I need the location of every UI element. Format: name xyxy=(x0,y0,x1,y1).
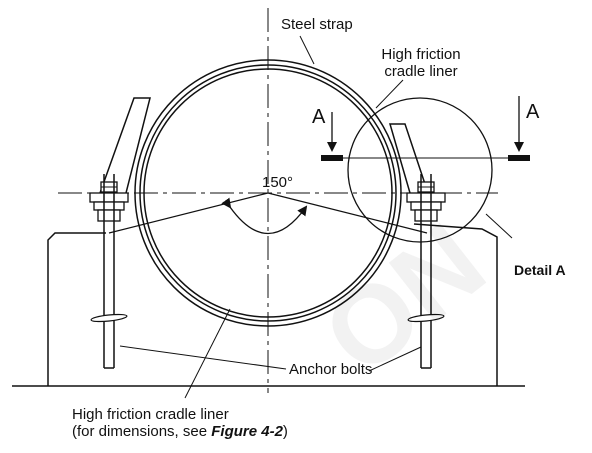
liner-bottom-prefix: (for dimensions, see xyxy=(72,423,212,440)
liner-top-label: High friction cradle liner xyxy=(366,46,476,80)
anchor-bolt-right xyxy=(406,174,446,369)
liner-bottom-label: High friction cradle liner (for dimensio… xyxy=(72,406,288,440)
detail-circle xyxy=(347,97,493,243)
leader-liner-bottom xyxy=(184,308,231,399)
liner-top-label-line1: High friction xyxy=(381,46,461,63)
steel-strap-label: Steel strap xyxy=(281,16,353,33)
leader-steel-strap xyxy=(299,35,315,65)
angle-line-left xyxy=(108,192,269,234)
leader-liner-top xyxy=(375,79,404,109)
anchor-bolts-label: Anchor bolts xyxy=(289,361,373,378)
leader-anchor-right xyxy=(368,346,422,372)
cradle-base xyxy=(47,223,498,386)
angle-label: 150° xyxy=(262,174,294,191)
section-letter-left: A xyxy=(312,106,326,128)
liner-top-label-line2: cradle liner xyxy=(384,63,458,80)
angle-arc xyxy=(221,197,308,234)
leader-anchor-left xyxy=(119,345,287,370)
leader-detail xyxy=(485,213,513,239)
anchor-bolt-left xyxy=(89,174,129,369)
liner-bottom-suffix: ) xyxy=(282,423,288,440)
strap-bracket-left xyxy=(99,97,151,194)
section-letter-right: A xyxy=(526,101,540,123)
section-a-a-marker xyxy=(321,96,530,161)
angle-line-right xyxy=(267,192,428,234)
liner-bottom-line1: High friction cradle liner xyxy=(72,406,229,423)
figure-reference: Figure 4-2 xyxy=(211,423,283,440)
liner-bottom-line2: (for dimensions, see Figure 4-2) xyxy=(72,423,288,440)
detail-a-label: Detail A xyxy=(514,262,566,278)
